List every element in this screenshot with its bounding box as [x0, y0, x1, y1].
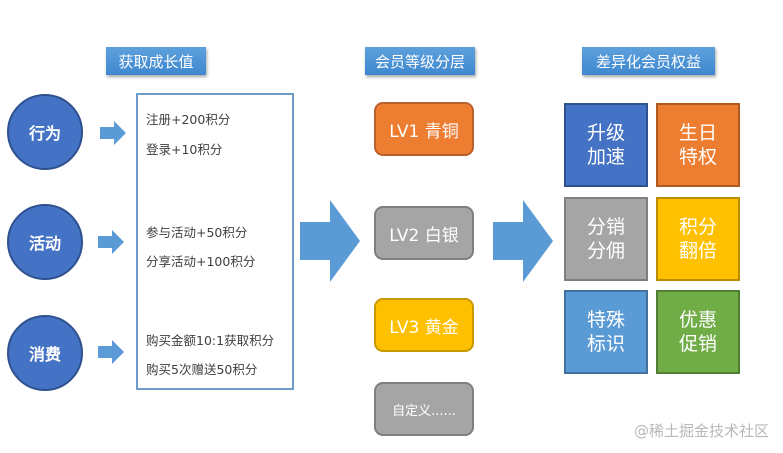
benefit-line: 生日 [678, 122, 717, 144]
source-behavior: 行为 [7, 94, 83, 170]
benefit-line: 加速 [586, 146, 625, 168]
level-lv3: LV3 黄金 [374, 298, 474, 352]
benefit-line: 促销 [678, 333, 717, 355]
benefit-line: 特殊 [586, 309, 625, 331]
level-custom: 自定义...... [374, 382, 474, 436]
benefit-distribution: 分销 分佣 [564, 197, 648, 281]
arrow-right-icon [300, 200, 360, 282]
benefit-line: 升级 [586, 122, 625, 144]
benefit-line: 分佣 [586, 240, 625, 262]
points-rule: 注册+200积分 [146, 112, 231, 127]
header-benefits: 差异化会员权益 [582, 47, 715, 75]
watermark: @稀土掘金技术社区 [633, 422, 769, 440]
arrow-right-icon [98, 230, 124, 254]
points-rules-box: 注册+200积分 登录+10积分 参与活动+50积分 分享活动+100积分 购买… [136, 93, 294, 390]
header-growth: 获取成长值 [106, 47, 206, 75]
arrow-right-icon [98, 340, 124, 364]
benefit-promotion: 优惠 促销 [656, 290, 740, 374]
level-lv1: LV1 青铜 [374, 102, 474, 156]
benefit-line: 标识 [586, 333, 625, 355]
benefit-special-badge: 特殊 标识 [564, 290, 648, 374]
benefit-double-points: 积分 翻倍 [656, 197, 740, 281]
benefit-line: 翻倍 [678, 240, 717, 262]
benefit-line: 优惠 [678, 309, 717, 331]
benefit-birthday: 生日 特权 [656, 103, 740, 187]
level-lv2: LV2 白银 [374, 206, 474, 260]
points-rule: 登录+10积分 [146, 142, 223, 157]
points-rule: 购买金额10:1获取积分 [146, 333, 275, 348]
arrow-right-icon [493, 200, 553, 282]
benefit-line: 特权 [678, 146, 717, 168]
header-levels: 会员等级分层 [365, 47, 475, 75]
source-consumption: 消费 [7, 315, 83, 391]
benefit-line: 分销 [586, 216, 625, 238]
benefit-upgrade-speed: 升级 加速 [564, 103, 648, 187]
arrow-right-icon [100, 121, 126, 145]
points-rule: 参与活动+50积分 [146, 225, 248, 240]
points-rule: 分享活动+100积分 [146, 254, 256, 269]
points-rule: 购买5次赠送50积分 [146, 362, 258, 377]
benefit-line: 积分 [678, 216, 717, 238]
source-activity: 活动 [7, 204, 83, 280]
